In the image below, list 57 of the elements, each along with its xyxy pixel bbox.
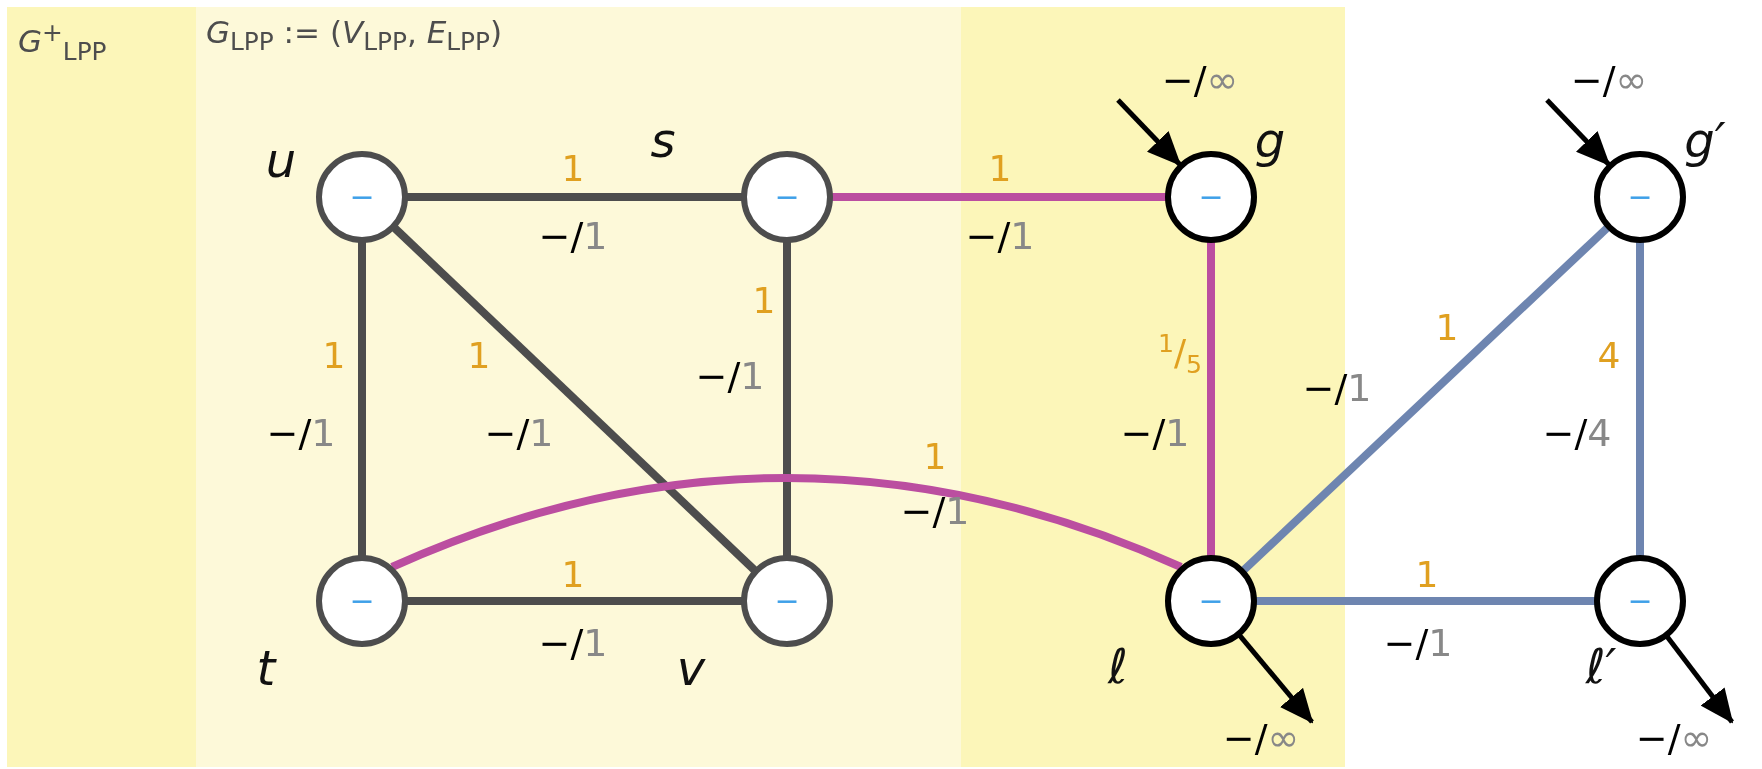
- capacity-label: −/1: [965, 217, 1035, 255]
- capacity-label: −/1: [1120, 414, 1190, 452]
- vertex-value: −: [1198, 586, 1224, 616]
- edge-weight: 1: [322, 338, 346, 374]
- graph-edge: [391, 225, 758, 573]
- capacity-label: −/∞: [1222, 719, 1300, 757]
- vertex-value: −: [349, 586, 375, 616]
- capacity-label: −/1: [900, 492, 970, 530]
- vertex-name: u: [265, 136, 297, 184]
- graph-edge: [358, 242, 366, 556]
- vertex-name: s: [650, 116, 676, 164]
- vertex-value: −: [1198, 182, 1224, 212]
- vertex-circle: [1165, 555, 1257, 647]
- capacity-label: −/1: [484, 414, 554, 452]
- capacity-label: −/1: [538, 217, 608, 255]
- vertex-name: t: [256, 644, 276, 692]
- graph-edge: [1636, 242, 1644, 556]
- flow-arrow: [1237, 633, 1314, 724]
- edge-weight: $^{1}$/$_{5}$: [1157, 330, 1203, 378]
- flow-arrow: [1116, 98, 1182, 167]
- edge-weight: 1: [1415, 557, 1439, 593]
- graph-edge: [1241, 224, 1610, 574]
- capacity-label: −/4: [1542, 414, 1612, 452]
- vertex-name: v: [676, 644, 706, 692]
- graph-edge: [783, 242, 791, 556]
- capacity-label: −/1: [266, 414, 336, 452]
- edge-weight: 1: [561, 151, 585, 187]
- region-title: G$_{LPP}$ := (V$_{LPP}$, E$_{LPP}$): [206, 14, 503, 57]
- vertex-value: −: [774, 182, 800, 212]
- capacity-label: −/1: [695, 357, 765, 395]
- capacity-label: −/1: [538, 624, 608, 662]
- graph-edge: [407, 597, 742, 605]
- vertex-value: −: [349, 182, 375, 212]
- vertex-name: ℓ: [1108, 642, 1128, 690]
- capacity-label: −/1: [1302, 369, 1372, 407]
- edge-weight: 1: [1435, 310, 1459, 346]
- capacity-label: −/∞: [1161, 61, 1239, 99]
- edge-weight: 1: [467, 338, 491, 374]
- graph-edge: [407, 193, 742, 201]
- graph-edge: [1207, 242, 1215, 556]
- capacity-label: −/∞: [1635, 719, 1713, 757]
- edge-weight: 1: [988, 151, 1012, 187]
- graph-edge: [1256, 597, 1595, 605]
- edge-weight: 1: [752, 283, 776, 319]
- vertex-value: −: [774, 586, 800, 616]
- vertex-value: −: [1627, 182, 1653, 212]
- graph-edge: [390, 474, 1183, 571]
- flow-arrow: [1665, 635, 1734, 724]
- vertex-name: ℓ′: [1585, 642, 1617, 690]
- graph-edge: [832, 193, 1166, 201]
- flow-arrow: [1545, 98, 1611, 167]
- edge-weight: 4: [1597, 338, 1621, 374]
- edge-weight: 1: [923, 439, 947, 475]
- capacity-label: −/∞: [1570, 61, 1648, 99]
- capacity-label: −/1: [1383, 624, 1453, 662]
- vertex-value: −: [1627, 586, 1653, 616]
- edge-weight: 1: [561, 557, 585, 593]
